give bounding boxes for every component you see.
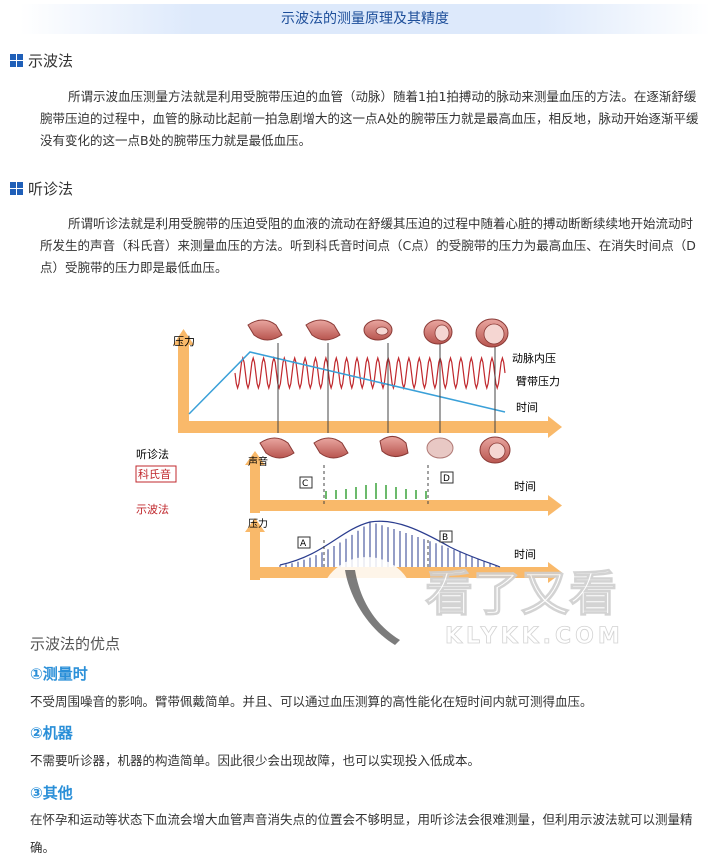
point-d-box bbox=[440, 471, 454, 484]
point-b-label: B bbox=[442, 533, 448, 543]
pulse-axis bbox=[250, 530, 260, 580]
sound-label: 声音 bbox=[248, 455, 268, 468]
watermark-logo: 看了又看 KLYKK.COM bbox=[319, 557, 624, 653]
point-a-box bbox=[297, 536, 311, 549]
advantage-3-title: ③其他 bbox=[30, 784, 73, 802]
arterial-pressure-wave bbox=[234, 355, 506, 391]
square-grid-icon bbox=[10, 53, 23, 67]
time-label-2: 时间 bbox=[514, 480, 536, 493]
time-label-3: 时间 bbox=[514, 548, 536, 561]
advantage-3-text: 在怀孕和运动等状态下血流会增大血管声音消失点的位置会不够明显，用听诊法会很难测量… bbox=[30, 812, 693, 855]
arterial-pressure-label: 动脉内压 bbox=[512, 351, 556, 365]
sound-graph: C D bbox=[245, 451, 562, 516]
section-oscillometric-heading: 示波法 bbox=[10, 50, 73, 70]
vessel-icon bbox=[305, 319, 341, 341]
vessel-icons-middle bbox=[259, 436, 511, 464]
watermark-brand: 看了又看 bbox=[425, 566, 617, 622]
vessel-icon bbox=[247, 319, 283, 341]
advantages-heading: 示波法的优点 bbox=[30, 635, 121, 653]
vessel-icons-top bbox=[247, 318, 509, 348]
cuff-pressure-label: 臂带压力 bbox=[516, 375, 560, 388]
page-title: 示波法的测量原理及其精度 bbox=[20, 4, 710, 34]
vessel-icon bbox=[379, 436, 409, 457]
point-c-label: C bbox=[302, 479, 308, 489]
korotkoff-box bbox=[135, 465, 177, 483]
oscillometric-label: 示波法 bbox=[136, 502, 169, 516]
section-auscultatory-heading: 听诊法 bbox=[10, 178, 73, 198]
point-a-label: A bbox=[300, 539, 307, 549]
cuff-pressure-line bbox=[188, 351, 506, 415]
envelope-curve bbox=[279, 520, 501, 568]
point-d-label: D bbox=[443, 474, 450, 484]
auscultatory-paragraph: 所谓听诊法就是利用受腕带的压迫受阻的血液的流动在舒缓其压迫的过程中随着心脏的搏动… bbox=[40, 216, 696, 275]
watermark-swoosh bbox=[345, 570, 400, 645]
advantage-1-text: 不受周围噪音的影响。臂带佩戴简单。并且、可以通过血压测算的高性能化在短时间内就可… bbox=[30, 694, 593, 709]
vessel-icon bbox=[426, 437, 454, 459]
point-c-box bbox=[299, 476, 313, 489]
top-graph bbox=[173, 329, 562, 438]
time-axis-2 bbox=[250, 500, 550, 511]
vessel-icon bbox=[313, 437, 349, 459]
pressure-label-1: 压力 bbox=[173, 335, 195, 348]
square-grid-icon bbox=[10, 181, 23, 195]
korotkoff-bars bbox=[325, 483, 427, 499]
time-label-1: 时间 bbox=[516, 401, 538, 414]
point-b-box bbox=[439, 530, 453, 543]
blood-pressure-diagram: 压力 动脉内压 臂带压力 时间 C D 声音 时间 听诊法 科氏音 示波法 bbox=[135, 318, 562, 583]
time-axis-1-arrow bbox=[548, 416, 562, 438]
vessel-icon bbox=[259, 437, 295, 459]
sound-axis bbox=[250, 463, 260, 513]
advantage-2-title: ②机器 bbox=[30, 724, 73, 742]
watermark-domain: KLYKK.COM bbox=[445, 624, 624, 649]
advantage-2-text: 不需要听诊器，机器的构造简单。因此很少会出现故障，也可以实现投入低成本。 bbox=[30, 753, 481, 768]
pressure-axis-arrow bbox=[173, 329, 194, 345]
section-title: 听诊法 bbox=[28, 179, 74, 198]
korotkoff-label: 科氏音 bbox=[138, 467, 171, 481]
pressure-axis bbox=[178, 343, 189, 428]
oscillometric-paragraph: 所谓示波血压测量方法就是利用受腕带压迫的血管（动脉）随着1拍1拍搏动的脉动来测量… bbox=[40, 89, 699, 148]
watermark-circle bbox=[319, 557, 415, 653]
pulse-label: 压力 bbox=[248, 517, 268, 530]
section-title: 示波法 bbox=[28, 51, 74, 70]
advantage-1-title: ①测量时 bbox=[30, 665, 88, 683]
time-axis-1 bbox=[178, 421, 548, 433]
auscultatory-label: 听诊法 bbox=[136, 447, 169, 461]
